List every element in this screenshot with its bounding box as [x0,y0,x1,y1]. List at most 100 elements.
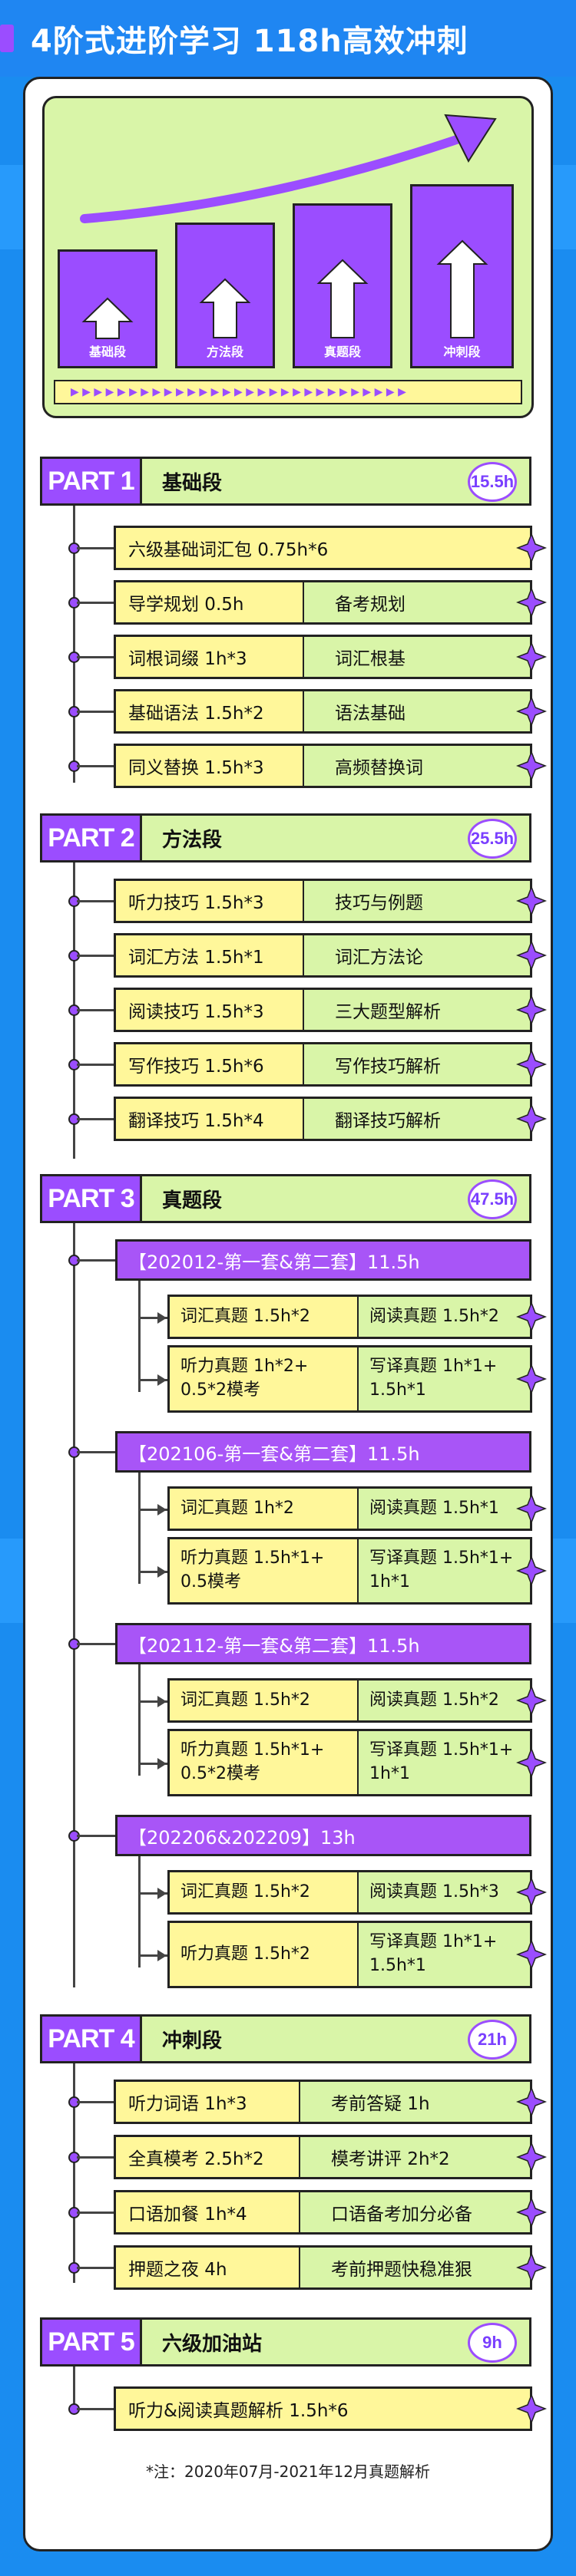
star-icon [516,940,547,971]
lesson-desc: 翻译技巧解析 [304,1099,530,1139]
stage-pillar: 基础段 [58,249,157,368]
part-header: PART 2 方法段 25.5h [40,813,531,863]
sub-connector [140,1379,169,1381]
stage-pillar: 冲刺段 [410,184,514,368]
page-title: 4阶式进阶学习 118h高效冲刺 [31,24,468,59]
part-header: PART 4 冲刺段 21h [40,2014,531,2063]
lesson-desc: 考前押题快稳准狠 [300,2248,530,2287]
lesson-title: 听力词语 1h*3 [116,2082,300,2122]
timeline-connector [77,1118,115,1120]
hours-badge: 15.5h [468,462,517,502]
timeline-connector [77,2267,115,2269]
lesson-title: 听力&阅读真题解析 1.5h*6 [116,2389,530,2429]
timeline-connector [77,765,115,767]
lesson-desc: 词汇方法论 [304,935,530,975]
hours-badge: 25.5h [468,819,517,859]
exam-item: 听力真题 1.5h*1+ 0.5模考 [170,1539,359,1602]
lesson-row: 听力&阅读真题解析 1.5h*6 [114,2386,532,2431]
stage-label: 真题段 [323,345,361,359]
exam-row: 听力真题 1h*2+ 0.5*2模考写译真题 1h*1+ 1.5h*1 [167,1345,532,1413]
star-icon [516,642,547,672]
lesson-title: 听力技巧 1.5h*3 [116,881,304,921]
sub-connector [140,1509,169,1511]
lesson-title: 词汇方法 1.5h*1 [116,935,304,975]
exam-set-header: 【202012-第一套&第二套】11.5h [115,1239,531,1281]
lesson-desc: 模考讲评 2h*2 [300,2137,530,2177]
sub-connector [140,1763,169,1765]
exam-item: 词汇真题 1h*2 [170,1489,359,1529]
timeline-connector [77,955,115,957]
lesson-desc: 技巧与例题 [304,881,530,921]
exam-item: 写译真题 1.5h*1+ 1h*1 [359,1539,530,1602]
lesson-desc: 三大题型解析 [304,990,530,1030]
exam-item: 词汇真题 1.5h*2 [170,1297,359,1337]
sub-connector [140,1317,169,1319]
part-name: 方法段 [162,828,223,852]
growth-arrow-icon [80,114,497,223]
star-icon [516,2393,547,2424]
star-icon [516,2086,547,2117]
timeline-connector [77,2212,115,2214]
sub-connector [140,1954,169,1957]
exam-item: 词汇真题 1.5h*2 [170,1681,359,1720]
arrow-right-icon [157,1566,167,1578]
part-header: PART 1 基础段 15.5h [40,457,531,506]
arrow-right-icon [157,1696,167,1707]
star-icon [516,1555,547,1586]
up-arrow-icon [436,239,488,338]
arrow-band-glyphs: ▶ ▶ ▶ ▶ ▶ ▶ ▶ ▶ ▶ ▶ ▶ ▶ ▶ ▶ ▶ ▶ ▶ ▶ ▶ ▶ … [71,386,406,398]
exam-item: 听力真题 1.5h*1+ 0.5*2模考 [170,1731,359,1794]
part-tag: PART 2 [42,816,142,860]
lesson-title: 六级基础词汇包 0.75h*6 [116,528,530,568]
part-header: PART 3 真题段 47.5h [40,1174,531,1223]
timeline-line [73,836,75,1159]
part-tag: PART 3 [42,1176,142,1221]
star-icon [516,1939,547,1970]
sub-timeline-line [138,1281,141,1392]
arrow-band: ▶ ▶ ▶ ▶ ▶ ▶ ▶ ▶ ▶ ▶ ▶ ▶ ▶ ▶ ▶ ▶ ▶ ▶ ▶ ▶ … [54,380,522,404]
timeline-line [73,1220,75,1987]
star-icon [516,696,547,727]
lesson-title: 阅读技巧 1.5h*3 [116,990,304,1030]
exam-set-header: 【202106-第一套&第二套】11.5h [115,1431,531,1473]
timeline-connector [77,547,115,549]
sub-timeline-line [138,1856,141,1967]
exam-item: 写译真题 1h*1+ 1.5h*1 [359,1347,530,1410]
stage-label: 方法段 [206,345,243,359]
arrow-right-icon [157,1888,167,1899]
lesson-desc: 备考规划 [304,582,530,622]
star-icon [516,1877,547,1908]
stage-label: 基础段 [88,345,126,359]
header-accent [0,25,14,52]
star-icon [516,994,547,1025]
lesson-desc: 高频替换词 [304,746,530,786]
arrow-right-icon [157,1374,167,1386]
exam-item: 听力真题 1.5h*2 [170,1923,359,1986]
sub-timeline-line [138,1473,141,1584]
part-tag: PART 4 [42,2017,142,2061]
star-icon [516,1049,547,1080]
part-name: 真题段 [162,1189,223,1212]
arrow-right-icon [157,1758,167,1770]
footnote: *注：2020年07月-2021年12月真题解析 [146,2462,430,2481]
exam-row: 听力真题 1.5h*1+ 0.5*2模考写译真题 1.5h*1+ 1h*1 [167,1729,532,1796]
star-icon [516,2252,547,2283]
lesson-desc: 口语备考加分必备 [300,2192,530,2232]
exam-item: 写译真题 1h*1+ 1.5h*1 [359,1923,530,1986]
sub-connector [140,1892,169,1895]
sub-connector [140,1700,169,1703]
up-arrow-icon [81,297,134,339]
up-arrow-icon [316,259,369,338]
timeline-connector [77,1259,117,1262]
exam-set-header: 【202206&202209】13h [115,1815,531,1856]
timeline-connector [77,1835,117,1837]
